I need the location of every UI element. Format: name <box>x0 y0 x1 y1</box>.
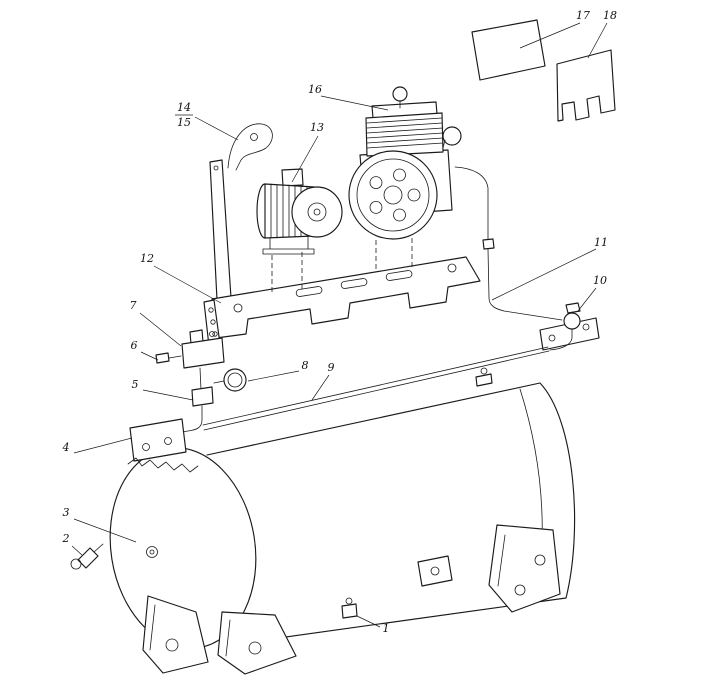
callout-6: 6 <box>131 339 138 352</box>
callout-7: 7 <box>130 299 137 312</box>
tank-port-flange <box>475 373 493 387</box>
left-foot-rear-hole <box>248 641 262 655</box>
motor-shaft <box>313 208 321 216</box>
callout-13: 13 <box>310 121 324 134</box>
platform-slots <box>233 263 457 313</box>
mesh-panel-18 <box>556 49 616 122</box>
air-tank <box>109 382 576 649</box>
tank-body-outline <box>206 382 576 647</box>
check-valve-hex <box>565 302 581 314</box>
check-valve-body <box>563 312 581 330</box>
mesh-panel-17 <box>471 19 546 81</box>
tank-front-port <box>146 546 158 558</box>
callout-8: 8 <box>302 359 309 372</box>
electric-motor <box>256 168 343 255</box>
callout-14: 14 <box>177 101 191 114</box>
plug-1 <box>341 603 358 619</box>
motor-terminal-box <box>281 168 304 187</box>
callout-17: 17 <box>576 9 590 22</box>
pressure-gauge <box>223 368 247 392</box>
belt-guard-panels <box>471 19 616 122</box>
motor-shaft-boss <box>307 202 327 222</box>
pipe-union <box>482 238 495 250</box>
callout-10: 10 <box>593 274 607 287</box>
eye-bolt-ring <box>392 86 408 102</box>
platform-bracket-holes <box>208 307 218 337</box>
left-foot-rear <box>217 611 297 675</box>
bracket-hole-2 <box>213 165 219 171</box>
flywheel-holes <box>369 168 421 222</box>
plug-1-head <box>345 597 353 605</box>
motor-face <box>291 186 343 238</box>
callout-5: 5 <box>132 378 139 391</box>
gauge-nipple <box>213 380 225 384</box>
drain-valve-2-knob <box>70 558 82 570</box>
callout-15: 15 <box>177 116 191 129</box>
right-foot-fold <box>497 534 506 587</box>
tank-port-cap <box>480 367 488 375</box>
bracket-hole <box>250 133 258 141</box>
pump-cylinder-fins <box>366 117 444 149</box>
left-foot-rear-fold <box>225 619 231 657</box>
pressure-switch-body <box>181 337 225 369</box>
left-foot-front <box>142 595 209 674</box>
left-foot-front-hole <box>165 638 179 652</box>
flywheel-hub <box>383 185 403 205</box>
mid-foot-hole <box>430 566 440 576</box>
flywheel-disc <box>356 158 430 232</box>
piping <box>202 166 600 431</box>
bolt-6-stem <box>168 355 182 359</box>
callout-1: 1 <box>383 622 390 635</box>
discharge-pipe-11 <box>454 166 563 321</box>
flywheel-rim <box>348 150 438 240</box>
switch-terminal <box>209 331 215 337</box>
callouts: 1 2 3 4 5 6 7 8 9 10 11 12 13 14 15 16 1… <box>62 9 618 635</box>
fitting-5-body <box>191 386 214 407</box>
callout-9: 9 <box>328 361 335 374</box>
check-valve-outlet <box>549 328 573 351</box>
drain-valve-2 <box>77 547 99 569</box>
callout-4: 4 <box>62 441 70 454</box>
left-foot-front-fold <box>149 604 156 651</box>
elbow-4 <box>175 405 203 434</box>
right-foot <box>488 524 561 613</box>
drain-valve-2-stem <box>93 543 104 553</box>
small-fittings <box>70 543 358 619</box>
assembly-dashed-lines <box>271 238 413 294</box>
right-foot-holes <box>514 554 546 596</box>
callout-18: 18 <box>603 9 617 22</box>
bracket-strip <box>209 159 232 301</box>
motor-foot <box>262 236 315 255</box>
platform-plate <box>211 256 481 339</box>
strap-serration <box>127 457 199 473</box>
air-filter-stem <box>442 139 446 149</box>
callout-3: 3 <box>63 506 70 519</box>
control-assembly <box>127 329 247 473</box>
clamp-plate-4 <box>129 418 187 462</box>
pump-cylinder <box>365 112 444 157</box>
pressure-gauge-dial <box>227 372 243 388</box>
callout-12: 12 <box>140 252 154 265</box>
callout-leader-lines <box>71 22 608 628</box>
clamp-bolts <box>142 437 172 451</box>
tank-front-port-inner <box>149 549 155 555</box>
mid-foot <box>417 555 453 587</box>
compressor-pump <box>348 86 462 240</box>
bracket-curl <box>227 123 273 171</box>
right-bracket-holes <box>548 323 590 342</box>
callout-11: 11 <box>594 236 608 249</box>
mounting-platform <box>203 256 481 347</box>
tank-legs <box>142 524 561 675</box>
long-pipe-9 <box>202 346 550 431</box>
callout-16: 16 <box>308 83 322 96</box>
air-filter <box>442 126 462 146</box>
bolt-6 <box>155 352 170 364</box>
callout-2: 2 <box>62 532 70 545</box>
fitting-5-pipe <box>199 367 202 391</box>
tank-body-fill <box>207 383 575 646</box>
